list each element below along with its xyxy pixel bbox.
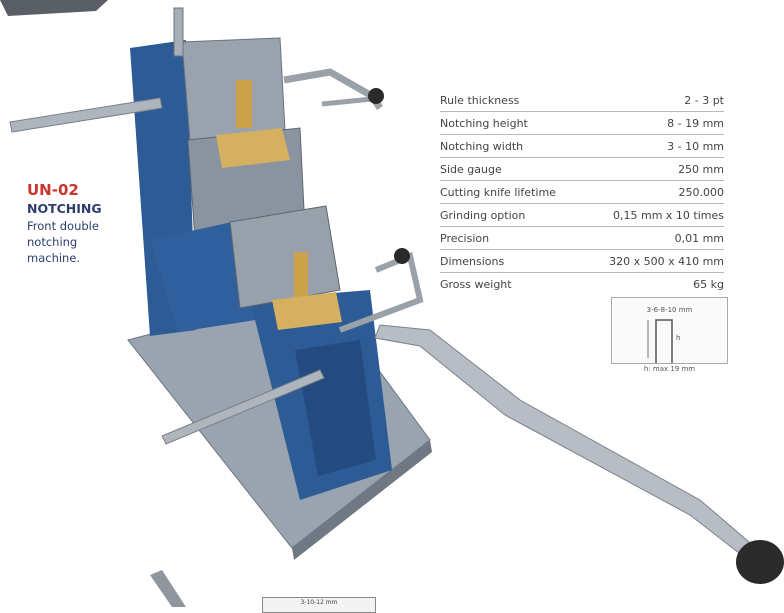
lower-rod bbox=[161, 369, 325, 445]
spec-row: Gross weight 65 kg bbox=[440, 273, 724, 296]
spec-label: Dimensions bbox=[440, 249, 583, 273]
upper-knife bbox=[236, 80, 252, 128]
spec-value: 0,01 mm bbox=[582, 226, 724, 250]
lower-column bbox=[150, 222, 256, 332]
diagram-width-label: 3-6-8-10 mm bbox=[646, 306, 693, 314]
spec-value: 0,15 mm x 10 times bbox=[582, 203, 724, 227]
lower-knife bbox=[294, 252, 308, 304]
upper-head bbox=[181, 37, 286, 141]
product-description-line: Front double bbox=[27, 219, 99, 233]
lever-knob bbox=[736, 540, 784, 584]
spec-label: Cutting knife lifetime bbox=[440, 180, 583, 204]
diagram-height-label: h bbox=[676, 334, 681, 342]
spec-value: 65 kg bbox=[693, 277, 724, 291]
notch-diagram: 3-6-8-10 mm h h: max 19 mm bbox=[611, 297, 728, 379]
notch-shape bbox=[647, 319, 673, 363]
spec-value: 320 x 500 x 410 mm bbox=[582, 249, 724, 273]
spec-value: 250 mm bbox=[582, 157, 724, 181]
spec-value: 2 - 3 pt bbox=[582, 89, 724, 112]
spec-label: Grinding option bbox=[440, 203, 583, 227]
spec-value: 3 - 10 mm bbox=[582, 134, 724, 158]
spec-label: Side gauge bbox=[440, 157, 583, 181]
upper-brass-block bbox=[216, 128, 290, 168]
spec-label: Rule thickness bbox=[440, 89, 583, 112]
lower-handle-knob bbox=[394, 248, 410, 264]
left-rod bbox=[9, 97, 163, 133]
product-code: UN-02 bbox=[27, 181, 79, 199]
top-rod bbox=[173, 7, 184, 57]
spec-label: Precision bbox=[440, 226, 583, 250]
bottom-diagram-label: 3-10-12 mm bbox=[300, 599, 338, 606]
product-label: UN-02 NOTCHING Front double notching mac… bbox=[27, 180, 147, 266]
lower-brass-block bbox=[272, 292, 342, 330]
diagram-frame: 3-6-8-10 mm h bbox=[611, 297, 728, 364]
spec-label: Notching height bbox=[440, 111, 583, 135]
product-description-line: machine. bbox=[27, 251, 81, 265]
spec-label: Gross weight bbox=[440, 277, 512, 291]
spec-value: 8 - 19 mm bbox=[582, 111, 724, 135]
bottom-partial-rod bbox=[150, 570, 186, 607]
spec-label: Notching width bbox=[440, 134, 583, 158]
lower-head bbox=[229, 205, 341, 309]
lower-handle bbox=[338, 251, 424, 333]
diagram-caption: h: max 19 mm bbox=[643, 365, 696, 373]
upper-handle-knob bbox=[368, 88, 384, 104]
product-description-line: notching bbox=[27, 235, 78, 249]
product-category: NOTCHING bbox=[27, 201, 102, 216]
spec-value: 250.000 bbox=[582, 180, 724, 204]
photo-corner bbox=[0, 0, 108, 16]
base-plate-edge bbox=[292, 440, 432, 560]
bottom-diagram-snippet: 3-10-12 mm bbox=[262, 597, 376, 613]
